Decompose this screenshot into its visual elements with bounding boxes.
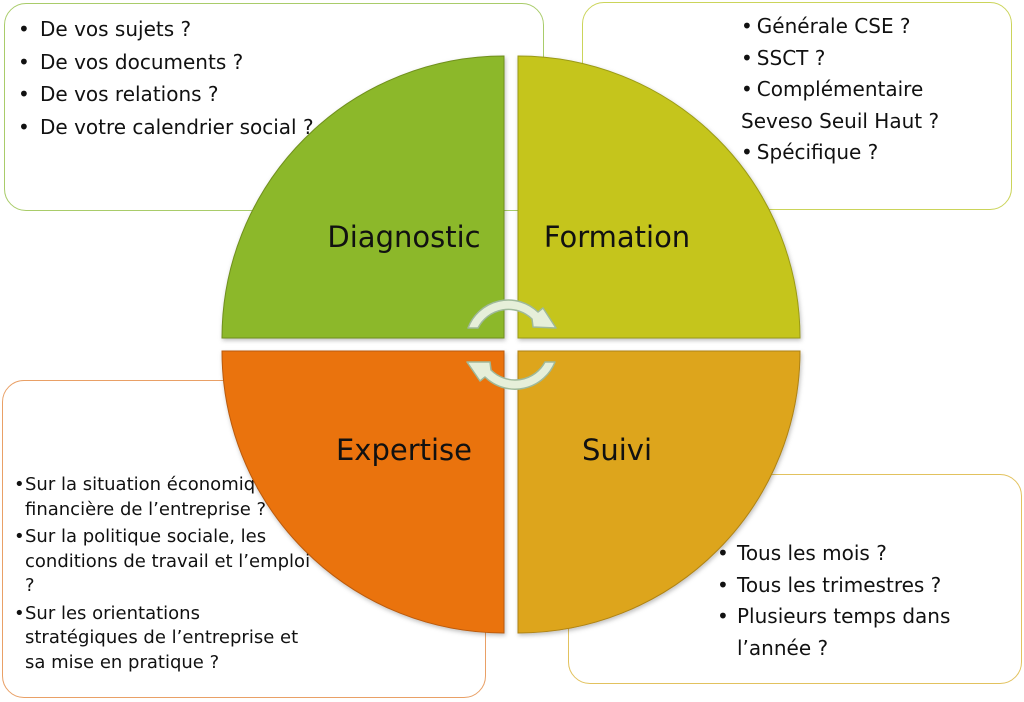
list-item-text: Générale CSE ? (756, 14, 911, 38)
suivi-questions-list: Tous les mois ? Tous les trimestres ? Pl… (717, 538, 997, 664)
list-item-text: Spécifique ? (756, 140, 879, 164)
bullet-icon: • (741, 14, 753, 38)
list-item: Sur les orientations stratégiques de l’e… (14, 602, 316, 676)
list-item: •Complémentaire Seveso Seuil Haut ? (741, 74, 1001, 137)
list-item: Sur la situation économique et financièr… (14, 473, 316, 522)
clockwise-arrow-icon (467, 299, 557, 329)
list-item-text: Complémentaire Seveso Seuil Haut ? (741, 77, 940, 133)
formation-label: Formation (544, 220, 690, 254)
suivi-label: Suivi (582, 433, 652, 467)
list-item: De vos relations ? (18, 78, 314, 111)
list-item: De vos documents ? (18, 46, 314, 79)
list-item-text: SSCT ? (756, 45, 826, 70)
list-item: •Spécifique ? (741, 137, 1001, 169)
expertise-questions-list: Sur la situation économique et financièr… (14, 473, 316, 678)
expertise-quadrant (221, 350, 505, 634)
diagnostic-label: Diagnostic (327, 220, 480, 254)
list-item: De vos sujets ? (18, 13, 314, 46)
expertise-label: Expertise (336, 433, 472, 467)
list-item: De votre calendrier social ? (18, 111, 314, 144)
bullet-icon: • (741, 140, 753, 164)
formation-questions-list: •Générale CSE ? •SSCT ? •Complémentaire … (741, 11, 1001, 169)
diagnostic-questions-list: De vos sujets ? De vos documents ? De vo… (18, 13, 314, 143)
bullet-icon: • (741, 77, 753, 101)
list-item: •Générale CSE ? (741, 11, 1001, 43)
formation-quadrant (517, 55, 801, 339)
list-item: Tous les mois ? (717, 538, 997, 570)
list-item: Sur la politique sociale, les conditions… (14, 525, 316, 599)
list-item: •SSCT ? (741, 43, 1001, 75)
list-item: Plusieurs temps dans l’année ? (717, 601, 997, 664)
diagnostic-quadrant (221, 55, 505, 339)
list-item: Tous les trimestres ? (717, 570, 997, 602)
clockwise-arrow-icon (466, 361, 556, 390)
bullet-icon: • (741, 45, 753, 70)
suivi-quadrant (517, 350, 801, 634)
